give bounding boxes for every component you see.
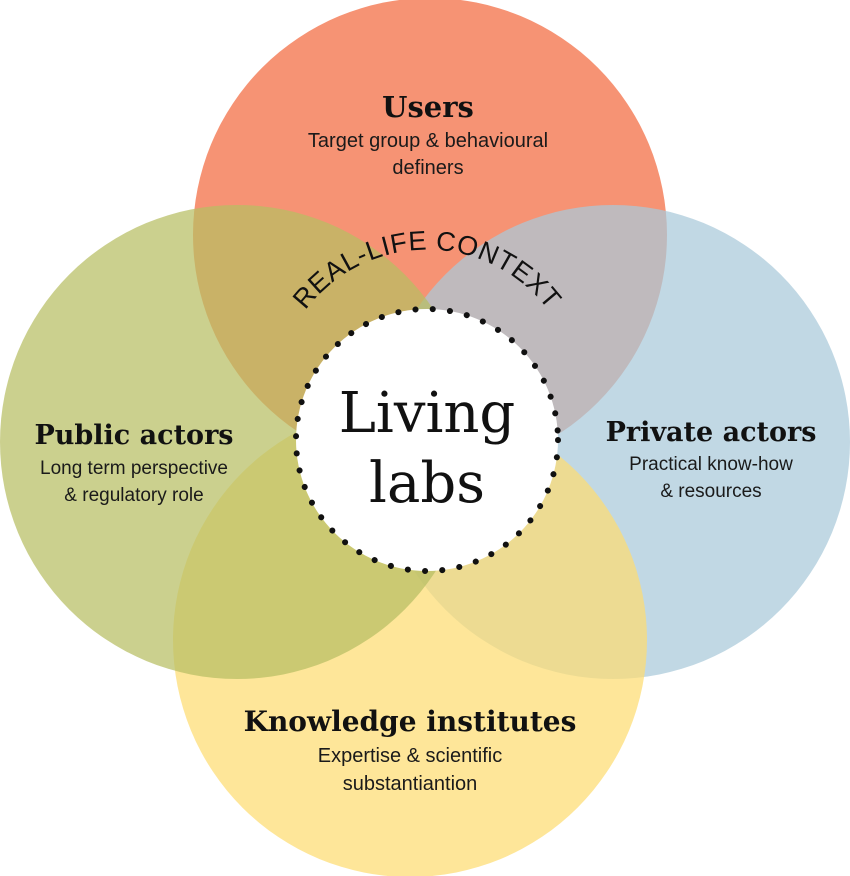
users-title: Users <box>382 90 474 124</box>
knowledge-institutes-description-line1: Expertise & scientific <box>318 745 503 767</box>
public-actors-description-line2: & regulatory role <box>64 485 203 506</box>
public-actors-title: Public actors <box>34 420 233 451</box>
center-dotted-border <box>293 306 561 574</box>
center-title-line2: labs <box>369 451 485 516</box>
users-description-line2: definers <box>392 157 463 179</box>
knowledge-institutes-title: Knowledge institutes <box>244 705 577 738</box>
living-labs-center-circle <box>296 309 558 571</box>
private-actors-description-line1: Practical know-how <box>629 454 793 475</box>
private-actors-title: Private actors <box>606 417 817 448</box>
public-actors-description-line1: Long term perspective <box>40 458 228 479</box>
private-actors-description-line2: & resources <box>660 481 761 502</box>
users-description-line1: Target group & behavioural <box>308 130 548 152</box>
knowledge-institutes-description-line2: substantiantion <box>343 773 478 795</box>
public-actors-circle <box>0 205 474 679</box>
center-title-line1: Living <box>339 381 516 446</box>
